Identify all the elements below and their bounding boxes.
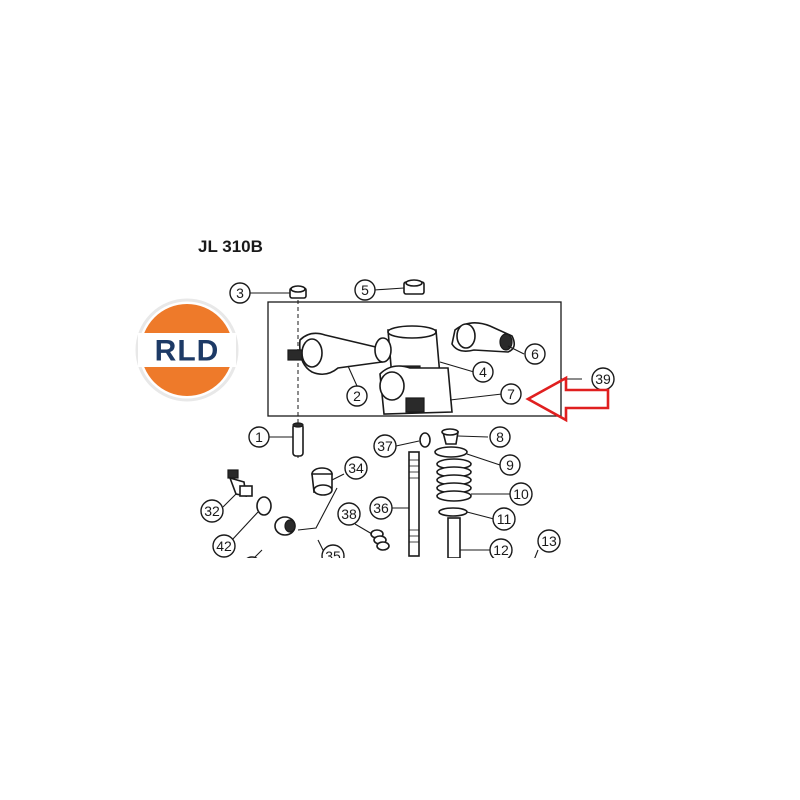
diagram-heading: JL 310B bbox=[198, 237, 263, 256]
part-9-retainer bbox=[434, 446, 468, 458]
callout-8: 8 bbox=[489, 426, 511, 448]
part-34-cap bbox=[311, 467, 333, 496]
part-38-spring bbox=[370, 529, 390, 551]
callout-2: 2 bbox=[346, 385, 368, 407]
callout-label-39: 39 bbox=[595, 371, 611, 387]
callout-42: 42 bbox=[212, 534, 236, 558]
callout-6: 6 bbox=[524, 343, 546, 365]
heading-clip-group: JL 310B bbox=[198, 237, 263, 256]
logo-text: RLD bbox=[155, 335, 220, 368]
callout-4: 4 bbox=[472, 361, 494, 383]
logo-white-band bbox=[138, 333, 236, 367]
callout-label-38: 38 bbox=[341, 506, 357, 522]
part-2-rocker-arm bbox=[287, 332, 383, 376]
callout-34: 34 bbox=[344, 456, 368, 480]
callout-label-8: 8 bbox=[496, 429, 504, 445]
part-8-collet bbox=[441, 428, 459, 445]
callout-9: 9 bbox=[499, 454, 521, 476]
callout-label-32: 32 bbox=[204, 503, 220, 519]
crop-mask bbox=[0, 558, 800, 800]
callout-38: 38 bbox=[337, 502, 361, 526]
part-1-pin bbox=[292, 422, 304, 457]
callout-label-1: 1 bbox=[255, 429, 263, 445]
callout-label-12: 12 bbox=[493, 542, 509, 558]
part-37-ball bbox=[419, 432, 431, 448]
callout-32: 32 bbox=[200, 499, 224, 523]
callout-label-42: 42 bbox=[216, 538, 232, 554]
callout-label-4: 4 bbox=[479, 364, 487, 380]
callout-label-2: 2 bbox=[353, 388, 361, 404]
part-7-support-block bbox=[379, 365, 453, 415]
leader-lines bbox=[222, 287, 582, 561]
part-32-sensor bbox=[227, 469, 253, 498]
callout-label-37: 37 bbox=[377, 438, 393, 454]
callout-label-11: 11 bbox=[497, 511, 512, 527]
highlight-arrow bbox=[525, 375, 610, 423]
rld-logo: RLD bbox=[135, 298, 239, 402]
callout-label-36: 36 bbox=[373, 500, 389, 516]
callout-37: 37 bbox=[373, 434, 397, 458]
callout-label-13: 13 bbox=[541, 533, 557, 549]
part-12-valve-stem bbox=[447, 517, 461, 559]
part-42-washer bbox=[256, 496, 272, 516]
callout-label-5: 5 bbox=[361, 282, 369, 298]
callout-label-10: 10 bbox=[513, 486, 529, 502]
callout-13: 13 bbox=[537, 529, 561, 553]
part-plug bbox=[274, 516, 296, 536]
part-36-stud bbox=[408, 451, 420, 557]
part-6-rocker-arm bbox=[451, 322, 516, 353]
callout-36: 36 bbox=[369, 496, 393, 520]
callout-label-6: 6 bbox=[531, 346, 539, 362]
part-10-valve-spring bbox=[436, 458, 472, 502]
assembly-39-frame bbox=[267, 301, 562, 417]
callout-5: 5 bbox=[354, 279, 376, 301]
part-3-nut bbox=[289, 285, 307, 299]
callout-11: 11 bbox=[492, 507, 516, 531]
callout-12: 12 bbox=[489, 538, 513, 562]
callout-10: 10 bbox=[509, 482, 533, 506]
callout-3: 3 bbox=[229, 282, 251, 304]
callout-label-9: 9 bbox=[506, 457, 514, 473]
callout-label-7: 7 bbox=[507, 386, 515, 402]
callout-7: 7 bbox=[500, 383, 522, 405]
callout-label-34: 34 bbox=[348, 460, 364, 476]
callout-1: 1 bbox=[248, 426, 270, 448]
part-5-nut bbox=[403, 279, 425, 295]
part-11-washer bbox=[438, 507, 468, 517]
callout-label-3: 3 bbox=[236, 285, 244, 301]
callout-39: 39 bbox=[591, 367, 615, 391]
